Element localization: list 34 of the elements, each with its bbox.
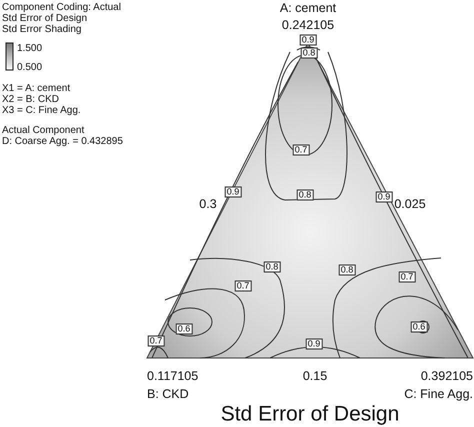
contour-label: 0.9 (306, 338, 322, 350)
contour-label: 0.9 (224, 186, 242, 198)
contour-label: 0.6 (176, 324, 192, 334)
legend-text: D: Coarse Agg. = 0.432895 (2, 137, 123, 147)
contour-label: 0.9 (300, 34, 316, 46)
contour-label: 0.8 (264, 262, 280, 272)
axis-label: 0.392105 (420, 370, 473, 382)
legend-text: Actual Component (2, 126, 84, 136)
legend-text: 0.500 (17, 63, 42, 73)
legend-text: Component Coding: Actual (2, 3, 121, 13)
axis-label: 0.025 (394, 198, 426, 210)
axis-label: A: cement (280, 2, 336, 14)
axis-label: 0.117105 (147, 370, 198, 382)
legend-text: Std Error of Design (2, 14, 88, 24)
axis-label: 0.15 (302, 370, 328, 382)
legend-text: 1.500 (17, 44, 42, 54)
contour-label: 0.8 (300, 48, 318, 58)
legend-text: X3 = C: Fine Agg. (2, 106, 81, 116)
contour-label: 0.8 (296, 190, 314, 200)
legend-text: Std Error Shading (2, 25, 82, 35)
contour-label: 0.9 (376, 192, 392, 202)
axis-label: C: Fine Agg. (404, 388, 473, 400)
contour-label: 0.7 (398, 272, 416, 282)
axis-label: B: CKD (147, 388, 189, 400)
contour-label: 0.6 (410, 322, 428, 332)
contour-label: 0.7 (148, 336, 164, 346)
legend-text: X2 = B: CKD (2, 95, 59, 105)
axis-label: 0.242105 (282, 18, 334, 32)
contour-label: 0.8 (338, 264, 356, 276)
contour-label: 0.7 (292, 144, 310, 156)
axis-label: 0.3 (199, 198, 217, 210)
contour-label: 0.7 (234, 280, 252, 292)
legend-text: X1 = A: cement (2, 84, 70, 94)
chart-caption: Std Error of Design (220, 404, 400, 424)
